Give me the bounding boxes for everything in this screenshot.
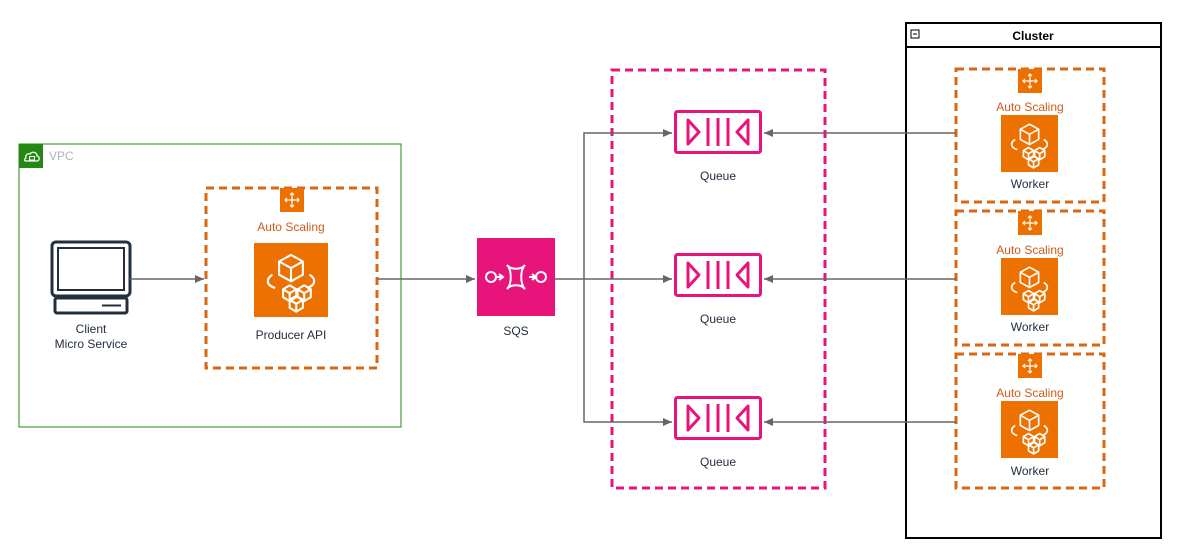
producer-api-node[interactable]: Producer API [254,243,328,342]
worker-node[interactable]: Worker [1001,115,1058,191]
producer-label: Producer API [256,328,327,342]
sqs-label: SQS [503,324,528,338]
queue-label: Queue [700,312,736,326]
queue-node[interactable]: Queue [674,110,762,184]
auto-scaling-icon [1018,354,1042,378]
worker-autoscaling-group: Auto Scaling Worker [954,67,1106,204]
sqs-icon [477,238,555,316]
auto-scaling-icon [1018,211,1042,235]
sqs-node[interactable]: SQS [477,238,555,338]
queue-icon [674,396,762,440]
auto-scaling-icon [280,188,304,212]
ec2-auto-scaling-icon [254,243,328,317]
queue-label: Queue [700,455,736,469]
client-label-line1: Client [76,322,107,336]
worker-group-label: Auto Scaling [996,243,1063,257]
worker-node[interactable]: Worker [1001,258,1058,334]
worker-label: Worker [1011,320,1049,334]
connectors [130,129,956,426]
worker-group-label: Auto Scaling [996,386,1063,400]
ec2-auto-scaling-icon [1001,401,1058,458]
worker-group-label: Auto Scaling [996,100,1063,114]
worker-node[interactable]: Worker [1001,401,1058,478]
client-node[interactable]: Client Micro Service [50,240,132,351]
queue-node[interactable]: Queue [674,396,762,470]
arrow-sqs-to-queue-3 [583,279,672,426]
worker-autoscaling-group: Auto Scaling Worker [954,209,1106,347]
queue-node[interactable]: Queue [674,253,762,327]
ec2-auto-scaling-icon [1001,258,1058,315]
arrow-sqs-to-queue-1 [555,129,672,280]
cluster-title: Cluster [1012,29,1054,43]
vpc-group: VPC [18,143,402,428]
auto-scaling-icon [1018,69,1042,93]
worker-label: Worker [1011,177,1049,191]
computer-icon [50,240,132,315]
ec2-auto-scaling-icon [1001,115,1058,172]
worker-autoscaling-group: Auto Scaling Worker [954,352,1106,490]
queue-icon [674,110,762,154]
producer-group-label: Auto Scaling [257,220,324,234]
queue-icon [674,253,762,297]
client-label-line2: Micro Service [55,337,128,351]
queue-label: Queue [700,169,736,183]
vpc-label: VPC [49,149,74,163]
collapse-toggle-icon[interactable] [910,29,920,39]
worker-label: Worker [1011,464,1049,478]
producer-autoscaling-group: Auto Scaling Producer API [204,186,379,370]
cloud-lock-icon [19,144,43,168]
